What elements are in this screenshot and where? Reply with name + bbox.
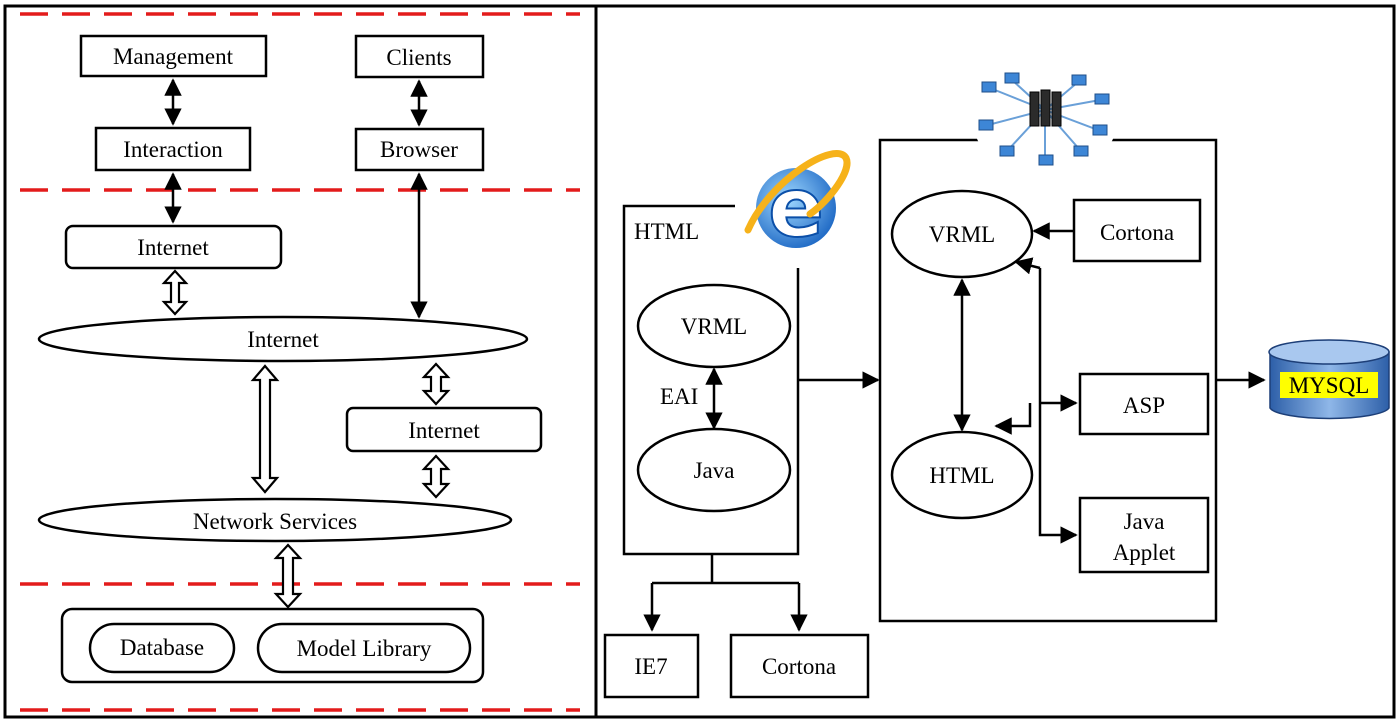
hollow-arrow-bottom <box>273 543 303 609</box>
mysql-label: MYSQL <box>1289 373 1370 398</box>
svg-text:Internet: Internet <box>247 327 319 352</box>
ie7-box: IE7 <box>603 633 700 699</box>
server-network-icon <box>975 72 1115 168</box>
bus-to-java-applet <box>1038 268 1078 544</box>
bus-to-html <box>994 403 1032 435</box>
svg-text:Interaction: Interaction <box>123 137 223 162</box>
html-right-ellipse: HTML <box>890 430 1034 520</box>
svg-text:HTML: HTML <box>929 463 994 488</box>
network-services-ellipse: Network Services <box>37 497 513 543</box>
svg-text:Browser: Browser <box>380 137 458 162</box>
hollow-arrow-upper <box>161 269 189 316</box>
svg-text:Cortona: Cortona <box>762 654 836 679</box>
model-library-pill: Model Library <box>256 622 472 674</box>
cortona-bottom-box: Cortona <box>729 633 870 699</box>
eai-label: EAI <box>660 384 698 409</box>
browser-box: Browser <box>354 127 485 172</box>
bus-to-vrml <box>1014 257 1041 275</box>
internet-side-box: Internet <box>345 406 543 453</box>
vrml-right-ellipse: VRML <box>890 189 1034 279</box>
svg-text:Cortona: Cortona <box>1100 220 1174 245</box>
svg-text:Internet: Internet <box>137 235 209 260</box>
hollow-arrow-side-bottom <box>421 454 451 499</box>
svg-text:VRML: VRML <box>929 222 995 247</box>
html-container-label: HTML <box>634 219 699 244</box>
html-container <box>622 204 800 556</box>
java-applet-box: Java Applet <box>1078 496 1210 574</box>
asp-box: ASP <box>1078 372 1210 436</box>
database-cylinder-icon: MYSQL <box>1268 339 1390 420</box>
hollow-arrow-side-top <box>421 362 451 406</box>
vrml-left-ellipse: VRML <box>636 283 792 369</box>
svg-text:Database: Database <box>120 635 204 660</box>
svg-text:Clients: Clients <box>386 45 451 70</box>
svg-text:Management: Management <box>113 44 234 69</box>
clients-box: Clients <box>354 34 485 79</box>
java-ellipse: Java <box>636 427 792 513</box>
database-pill: Database <box>88 622 236 674</box>
right-panel-frame <box>594 4 1396 719</box>
interaction-box: Interaction <box>94 126 252 172</box>
svg-text:IE7: IE7 <box>634 654 667 679</box>
svg-text:VRML: VRML <box>681 314 747 339</box>
internet-upper-box: Internet <box>64 224 283 270</box>
svg-text:Network Services: Network Services <box>193 509 357 534</box>
svg-text:Applet: Applet <box>1113 540 1176 565</box>
svg-text:ASP: ASP <box>1123 393 1165 418</box>
ie-logo-icon: e <box>744 150 851 257</box>
cortona-right-box: Cortona <box>1072 198 1202 263</box>
svg-text:Java: Java <box>694 458 735 483</box>
management-box: Management <box>79 34 268 78</box>
svg-text:Java: Java <box>1124 509 1165 534</box>
hollow-arrow-long <box>250 364 280 494</box>
internet-main-ellipse: Internet <box>37 315 529 363</box>
svg-text:Model Library: Model Library <box>297 636 432 661</box>
svg-text:Internet: Internet <box>408 418 480 443</box>
